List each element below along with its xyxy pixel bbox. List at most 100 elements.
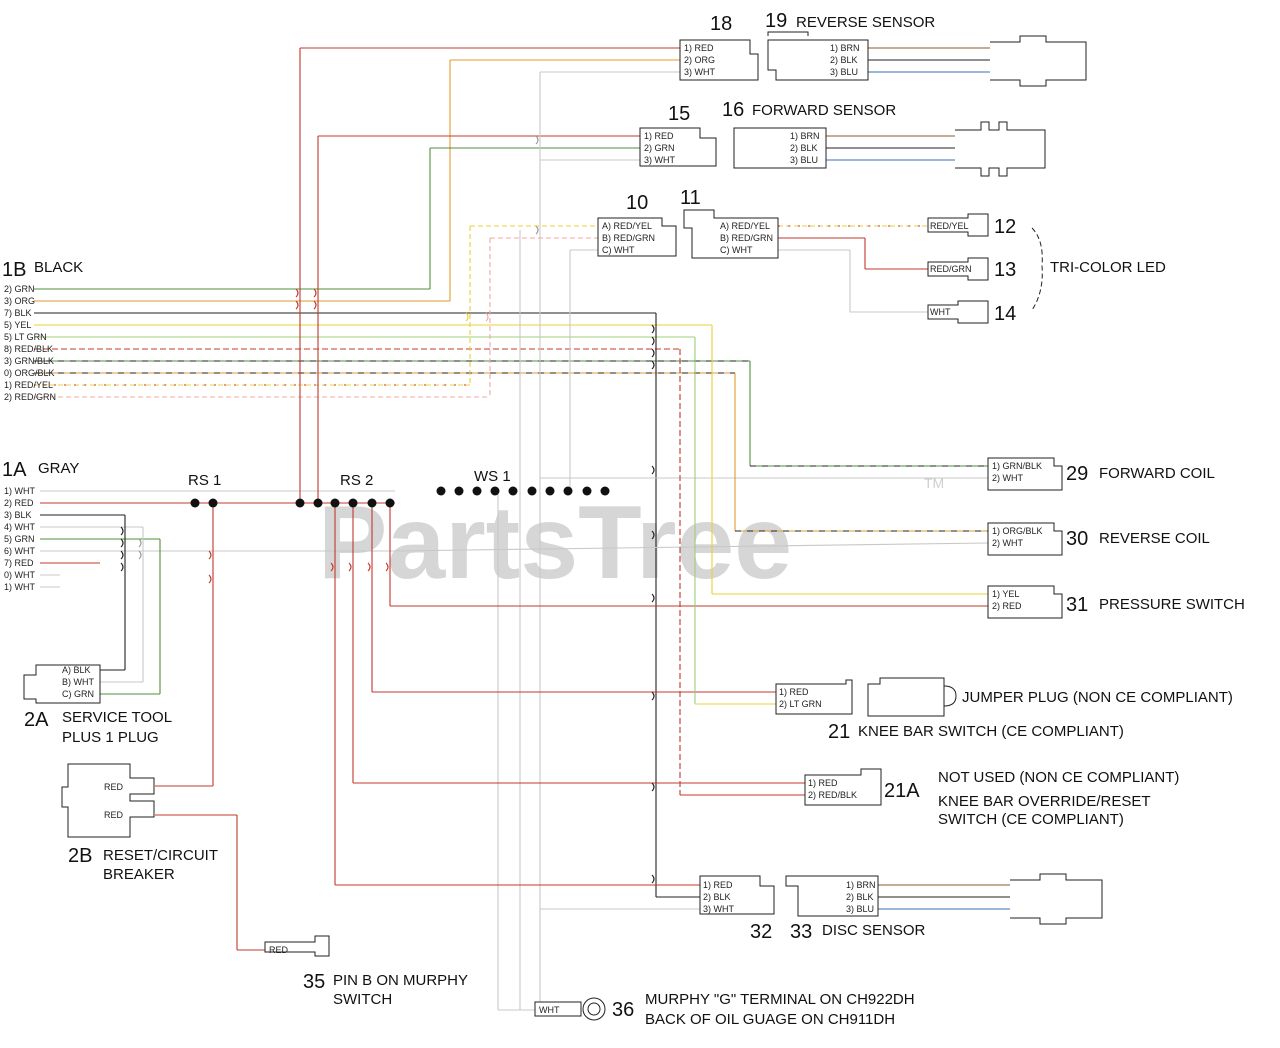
harness-1a-pin: 3) BLK [4,510,32,520]
c19-pin: 2) BLK [830,55,858,65]
c36-line1: MURPHY "G" TERMINAL ON CH922DH [645,991,915,1008]
c33-number: 33 [790,921,812,943]
c31-pin: 2) RED [992,601,1022,611]
c32-pin: 1) RED [703,880,733,890]
c33-name: DISC SENSOR [822,922,926,939]
c18-pin: 2) ORG [684,55,715,65]
c31-number: 31 [1066,594,1088,616]
splice-ws1 [436,486,610,496]
component-35: RED 35 PIN B ON MURPHY SWITCH [264,935,468,1008]
splice-rs2-label: RS 2 [340,472,373,489]
splice-rs1-label: RS 1 [188,472,221,489]
component-11: A) RED/YEL B) RED/GRN C) WHT 11 [680,187,779,259]
c2b-pin: RED [104,810,124,820]
reverse-sensor-body-icon [990,35,1087,87]
harness-1a-pin: 5) GRN [4,534,35,544]
wires [34,47,1010,1011]
c32-pin: 3) WHT [703,904,734,914]
harness-1a-pin: 6) WHT [4,546,35,556]
c10-pin: A) RED/YEL [602,221,652,231]
component-12: RED/YEL 12 [927,213,1016,238]
harness-1b-pin: 7) BLK [4,308,32,318]
c32-pin: 2) BLK [703,892,731,902]
c16-pin: 1) BRN [790,131,820,141]
component-21a: 1) RED 2) RED/BLK 21A NOT USED (NON CE C… [804,768,1179,828]
c21-jumper: JUMPER PLUG (NON CE COMPLIANT) [962,689,1233,706]
component-33: 1) BRN 2) BLK 3) BLU 33 DISC SENSOR [785,873,1103,943]
c21a-line2: KNEE BAR OVERRIDE/RESET [938,793,1151,810]
c2b-line2: BREAKER [103,866,175,883]
splice-rs2 [295,498,395,508]
component-19: 1) BRN 2) BLK 3) BLU 19 REVERSE SENSOR [765,10,1087,87]
c11-pin: A) RED/YEL [720,221,770,231]
harness-1b-number: 1B [2,259,26,281]
c21a-pin: 2) RED/BLK [808,790,857,800]
c18-pin: 3) WHT [684,67,715,77]
c21a-pin: 1) RED [808,778,838,788]
c21a-line1: NOT USED (NON CE COMPLIANT) [938,769,1179,786]
harness-1a-pin: 1) WHT [4,582,35,592]
harness-1b-pin: 0) ORG/BLK [4,368,55,378]
harness-1b-pin: 3) ORG [4,296,35,306]
disc-sensor-body-icon [1010,873,1103,925]
c35-line1: PIN B ON MURPHY [333,972,468,989]
harness-1b-pin: 1) RED/YEL [4,380,53,390]
c30-name: REVERSE COIL [1099,530,1210,547]
c11-pin: B) RED/GRN [720,233,773,243]
c15-pin: 2) GRN [644,143,675,153]
c15-pin: 1) RED [644,131,674,141]
harness-1a-pin: 7) RED [4,558,34,568]
c10-pin: C) WHT [602,245,635,255]
c30-pin: 2) WHT [992,538,1023,548]
c2a-pin: C) GRN [62,689,94,699]
component-30: 1) ORG/BLK 2) WHT 30 REVERSE COIL [987,522,1210,556]
harness-1b-pin: 5) LT GRN [4,332,47,342]
c29-pin: 2) WHT [992,473,1023,483]
c13-pin: RED/GRN [930,264,972,274]
component-21: 1) RED 2) LT GRN JUMPER PLUG (NON CE COM… [775,677,1233,743]
c33-pin: 2) BLK [846,892,874,902]
component-15: 1) RED 2) GRN 3) WHT 15 [639,103,717,167]
c35-line2: SWITCH [333,991,392,1008]
c16-pin: 3) BLU [790,155,818,165]
c2a-line2: PLUS 1 PLUG [62,729,159,746]
watermark-tm: TM [924,475,944,491]
c12-number: 12 [994,216,1016,238]
c19-pin: 1) BRN [830,43,860,53]
c33-pin: 1) BRN [846,880,876,890]
c2a-number: 2A [24,709,49,731]
harness-1b-pin: 2) GRN [4,284,35,294]
forward-sensor-body-icon [955,121,1046,177]
tri-led-bracket [1031,227,1043,311]
c36-number: 36 [612,999,634,1021]
c13-number: 13 [994,259,1016,281]
harness-1a: 1A GRAY 1) WHT 2) RED 3) BLK 4) WHT 5) G… [2,459,79,592]
c11-number: 11 [680,187,701,209]
c29-name: FORWARD COIL [1099,465,1215,482]
component-31: 1) YEL 2) RED 31 PRESSURE SWITCH [987,585,1245,619]
c21-pin: 2) LT GRN [779,699,822,709]
crossover-hops [120,135,655,884]
c10-pin: B) RED/GRN [602,233,655,243]
c30-pin: 1) ORG/BLK [992,526,1043,536]
harness-1b-name: BLACK [34,259,83,276]
c36-line2: BACK OF OIL GUAGE ON CH911DH [645,1011,895,1028]
c35-number: 35 [303,971,325,993]
c2a-pin: A) BLK [62,665,91,675]
c21a-line3: SWITCH (CE COMPLIANT) [938,811,1124,828]
component-2b: RED RED 2B RESET/CIRCUIT BREAKER [61,763,218,883]
c14-number: 14 [994,303,1016,325]
harness-1a-pin: 1) WHT [4,486,35,496]
c12-pin: RED/YEL [930,221,969,231]
component-13: RED/GRN 13 [927,257,1016,281]
harness-1a-name: GRAY [38,460,79,477]
c2a-line1: SERVICE TOOL [62,709,172,726]
c36-pin: WHT [539,1005,560,1015]
component-32: 1) RED 2) BLK 3) WHT 32 [699,875,775,943]
c21-name: KNEE BAR SWITCH (CE COMPLIANT) [858,723,1124,740]
c33-pin: 3) BLU [846,904,874,914]
harness-1b-pin: 2) RED/GRN [4,392,56,402]
c15-pin: 3) WHT [644,155,675,165]
c21-number: 21 [828,721,850,743]
